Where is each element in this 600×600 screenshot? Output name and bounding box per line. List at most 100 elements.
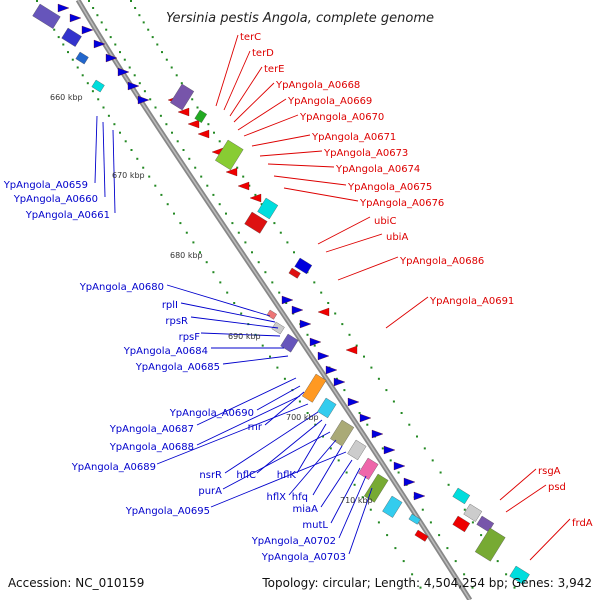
- gc-dot: [343, 389, 346, 392]
- gene-block: [75, 51, 89, 65]
- gene-arrow: [325, 365, 338, 375]
- gene-arrow: [127, 81, 140, 91]
- gc-dot: [260, 203, 263, 206]
- gc-dot: [261, 344, 264, 347]
- leader-line: [256, 385, 301, 411]
- gc-dot: [429, 521, 432, 524]
- gene-label-forward: YpAngola_A0702: [251, 536, 336, 547]
- gene-block: [330, 419, 355, 447]
- gc-dot: [182, 149, 185, 151]
- gc-dot: [207, 123, 210, 126]
- gc-dot: [377, 377, 380, 380]
- gc-dot: [363, 355, 365, 358]
- leader-line: [320, 459, 353, 508]
- gene-arrow: [299, 319, 312, 329]
- gc-dot: [156, 43, 159, 46]
- gene-arrow: [117, 67, 130, 77]
- gc-dot: [175, 74, 178, 77]
- gc-dot: [496, 560, 499, 563]
- gc-dot: [219, 281, 222, 284]
- leader-line: [224, 411, 319, 474]
- leader-line: [229, 66, 263, 117]
- gene-arrow: [197, 129, 210, 139]
- gc-dot: [329, 447, 332, 450]
- gene-label-forward: hflX: [267, 492, 287, 503]
- gc-dot: [285, 302, 288, 304]
- leader-line: [267, 163, 335, 168]
- leader-line: [251, 134, 311, 147]
- gene-arrow: [249, 193, 262, 203]
- gene-block: [271, 321, 285, 335]
- gene-arrow: [81, 25, 94, 35]
- gene-block: [61, 27, 82, 47]
- gc-dot: [86, 82, 89, 85]
- gc-dot: [385, 389, 388, 392]
- leader-line: [529, 518, 571, 561]
- gc-dot: [471, 586, 474, 589]
- gc-dot: [113, 123, 116, 126]
- gc-dot: [159, 114, 162, 117]
- gene-block: [266, 309, 277, 320]
- gene-label-forward: hflK: [277, 470, 297, 481]
- gc-dot: [92, 7, 95, 9]
- topology-text: Topology: circular; Length: 4,504,254 bp…: [261, 576, 592, 590]
- gene-label-forward: nsrR: [199, 470, 222, 481]
- gc-dot: [355, 344, 358, 347]
- gene-arrow: [177, 107, 190, 117]
- gc-dot: [179, 222, 182, 225]
- gene-label-reverse: YpAngola_A0671: [311, 132, 396, 143]
- gc-dot: [119, 131, 121, 134]
- gc-dot: [431, 459, 434, 462]
- gene-label-forward: YpAngola_A0687: [109, 424, 194, 435]
- gc-dot: [71, 58, 74, 61]
- gc-dot: [337, 459, 340, 462]
- gc-dot: [370, 366, 373, 369]
- gc-dot: [505, 573, 508, 576]
- gc-dot: [226, 291, 229, 294]
- gc-dot: [402, 560, 405, 563]
- gene-arrow: [317, 307, 330, 317]
- kbp-tick-label: 680 kbp: [170, 251, 203, 260]
- gc-dot: [199, 251, 201, 254]
- gc-dot: [206, 184, 209, 187]
- gc-dot: [218, 203, 221, 206]
- leader-line: [200, 332, 281, 337]
- gc-dot: [160, 193, 163, 196]
- gene-label-forward: YpAngola_A0703: [261, 552, 346, 563]
- gene-label-reverse: YpAngola_A0686: [399, 256, 484, 267]
- gc-dot: [279, 231, 282, 234]
- gene-label-forward: YpAngola_A0660: [13, 194, 98, 205]
- gene-block: [358, 457, 379, 480]
- gc-dot: [389, 459, 392, 462]
- gc-dot: [366, 423, 369, 426]
- gc-dot: [138, 82, 141, 85]
- gc-dot: [257, 261, 260, 264]
- leader-line: [102, 121, 106, 198]
- gc-dot: [463, 573, 466, 576]
- gc-dot: [327, 302, 330, 304]
- gene-label-forward: hfq: [292, 492, 308, 503]
- gene-label-forward: YpAngola_A0661: [25, 210, 110, 221]
- gc-dot: [271, 281, 274, 284]
- gene-label-reverse: terD: [252, 48, 274, 59]
- gc-dot: [480, 534, 483, 537]
- gene-arrow: [371, 429, 384, 439]
- gc-dot: [212, 193, 215, 196]
- gc-dot: [248, 184, 251, 187]
- gene-arrow: [383, 445, 396, 455]
- gc-dot: [276, 366, 279, 369]
- gene-label-forward: rnr: [248, 422, 263, 433]
- gc-dot: [358, 412, 361, 414]
- gene-block: [452, 515, 471, 533]
- leader-line: [196, 395, 301, 446]
- gc-dot: [233, 302, 236, 304]
- gc-dot: [416, 435, 418, 438]
- leader-line: [499, 468, 537, 501]
- gc-dot: [173, 212, 175, 215]
- gene-arrow: [359, 413, 372, 423]
- gene-block: [364, 473, 389, 503]
- gene-block: [474, 527, 506, 562]
- gc-dot: [57, 36, 60, 39]
- leader-line: [243, 114, 299, 137]
